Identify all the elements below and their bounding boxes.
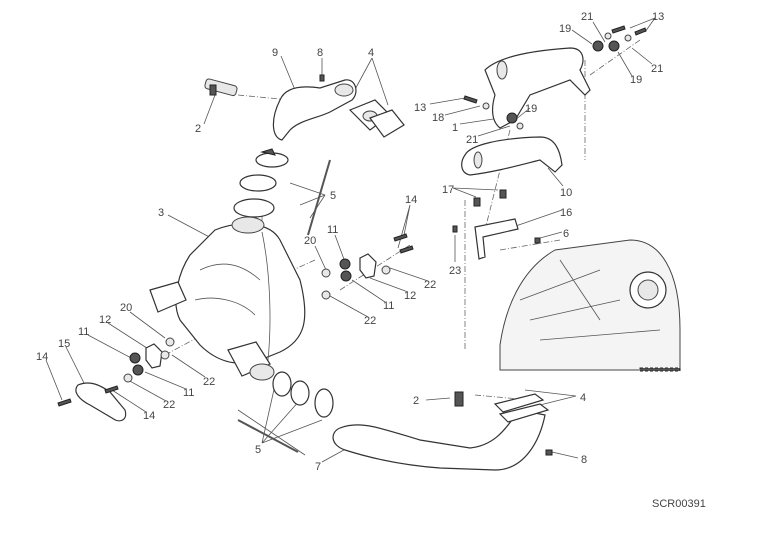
diagram-code: SCR00391 xyxy=(652,498,706,510)
silencer xyxy=(149,216,306,381)
callout-19: 19 xyxy=(525,103,537,115)
callout-21: 21 xyxy=(651,63,663,75)
silencer-mount-left xyxy=(57,337,175,422)
callout-19: 19 xyxy=(559,23,571,35)
callout-11: 11 xyxy=(78,326,89,338)
callout-14: 14 xyxy=(36,351,48,363)
callout-14: 14 xyxy=(143,410,155,422)
callout-8: 8 xyxy=(317,47,323,59)
callout-2: 2 xyxy=(413,395,419,407)
callout-11: 11 xyxy=(383,300,394,312)
callout-10: 10 xyxy=(560,187,572,199)
bracket-and-clips xyxy=(452,189,541,260)
callout-11: 11 xyxy=(183,387,194,399)
callout-12: 12 xyxy=(99,314,111,326)
callout-23: 23 xyxy=(449,265,461,277)
silencer-mount-right xyxy=(321,233,414,300)
callout-20: 20 xyxy=(120,302,132,314)
callout-13: 13 xyxy=(414,102,426,114)
gaskets-top xyxy=(348,99,405,138)
callout-3: 3 xyxy=(158,207,164,219)
callout-13: 13 xyxy=(652,11,664,23)
heat-shields xyxy=(461,25,647,176)
lambda-sensor-top xyxy=(204,78,238,97)
callout-11: 11 xyxy=(327,224,338,236)
callout-17: 17 xyxy=(442,184,454,196)
clamp-rings-top xyxy=(233,148,331,236)
callout-21: 21 xyxy=(581,11,593,23)
callout-20: 20 xyxy=(304,235,316,247)
callout-12: 12 xyxy=(404,290,416,302)
callout-21: 21 xyxy=(466,134,478,146)
callout-9: 9 xyxy=(272,47,278,59)
callout-6: 6 xyxy=(563,228,569,240)
callout-22: 22 xyxy=(424,279,436,291)
exhaust-pipe xyxy=(332,391,553,471)
callout-16: 16 xyxy=(560,207,572,219)
callout-14: 14 xyxy=(405,194,417,206)
clamp-rings-bottom xyxy=(237,371,334,453)
callout-1: 1 xyxy=(452,122,458,134)
callout-19: 19 xyxy=(630,74,642,86)
leader-lines xyxy=(45,17,656,463)
engine-block xyxy=(499,239,681,372)
callout-22: 22 xyxy=(163,399,175,411)
callout-4: 4 xyxy=(580,392,586,404)
exhaust-manifold-head xyxy=(272,74,357,141)
callout-7: 7 xyxy=(315,461,321,473)
callout-2: 2 xyxy=(195,123,201,135)
callout-22: 22 xyxy=(203,376,215,388)
callout-15: 15 xyxy=(58,338,70,350)
callout-5: 5 xyxy=(255,444,261,456)
callout-8: 8 xyxy=(581,454,587,466)
callout-18: 18 xyxy=(432,112,444,124)
callout-4: 4 xyxy=(368,47,374,59)
callout-22: 22 xyxy=(364,315,376,327)
callout-labels: 9 8 4 2 5 3 14 20 11 22 12 11 22 20 12 1… xyxy=(36,11,706,510)
callout-5: 5 xyxy=(330,190,336,202)
